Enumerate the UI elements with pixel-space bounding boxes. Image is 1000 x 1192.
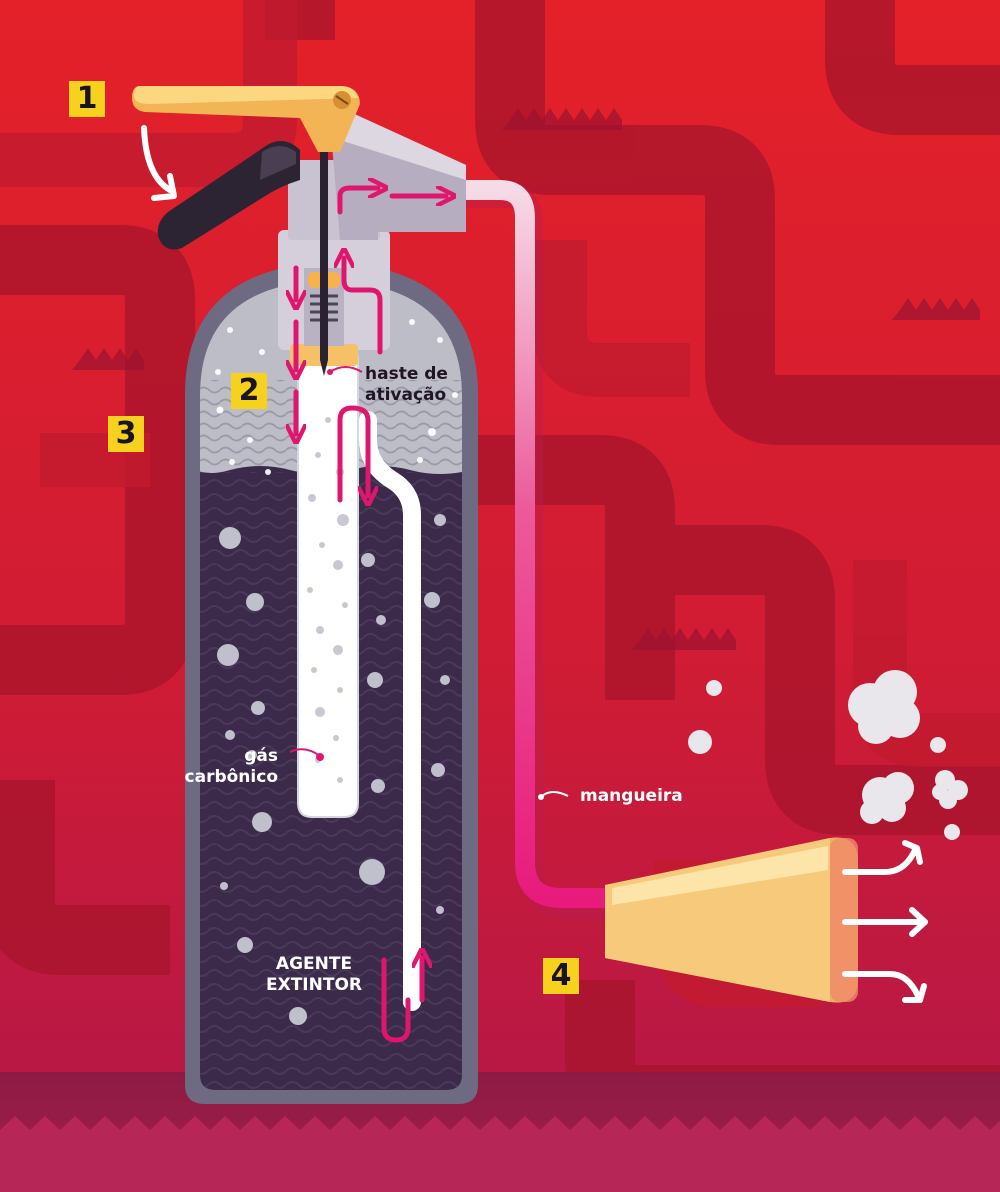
press-arrow: [141, 125, 177, 201]
hose-label: mangueira: [580, 786, 683, 806]
flow-arrows: [296, 188, 446, 1043]
step-4-badge: 4: [543, 958, 579, 994]
gas-label: gás carbônico: [184, 746, 278, 787]
step-3-badge: 3: [108, 416, 144, 452]
smoke: [688, 670, 968, 840]
gas-cartridge: [297, 343, 359, 818]
zigzag-edges: [72, 108, 980, 650]
trigger-lever: [132, 86, 360, 152]
extinguishing-agent-label: AGENTE EXTINTOR: [265, 954, 362, 995]
nozzle: [605, 837, 858, 1003]
floor-zigzag: [0, 1116, 1000, 1192]
spray-arrows: [842, 840, 928, 1003]
hose: [440, 180, 610, 908]
valve-head: [278, 112, 466, 376]
step-2-badge: 2: [231, 373, 267, 409]
activation-rod-label: haste de ativação: [365, 364, 448, 405]
step-1-badge: 1: [69, 81, 105, 117]
